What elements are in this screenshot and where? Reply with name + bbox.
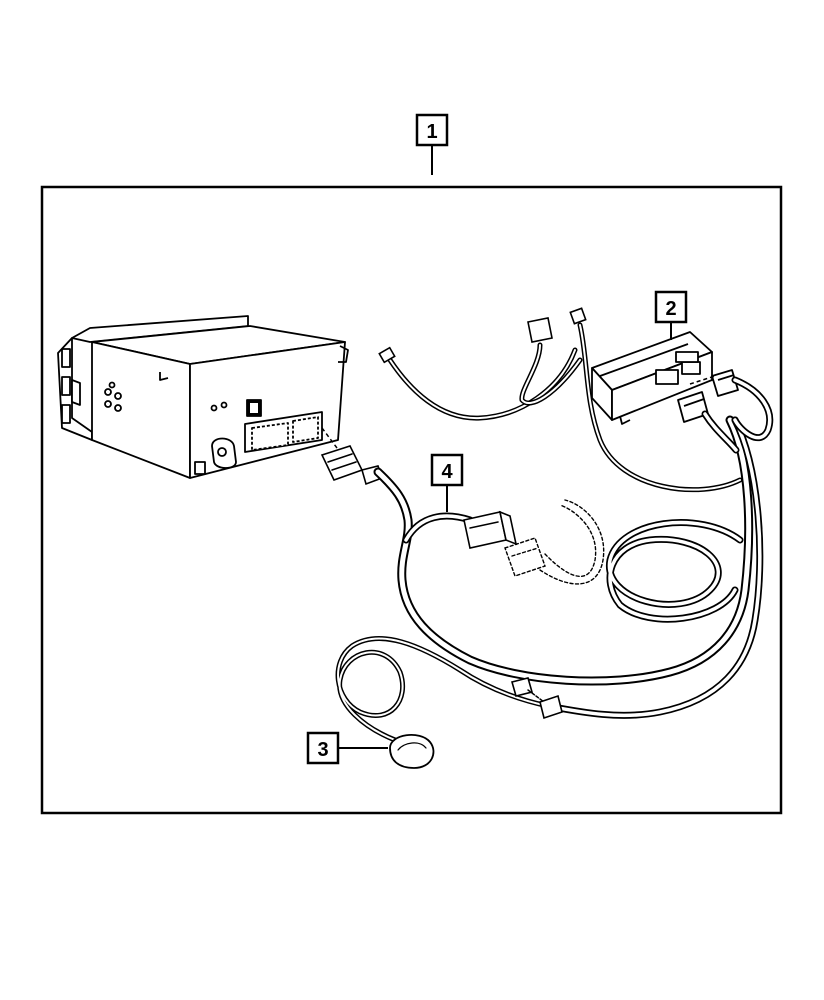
module-cable-drawing bbox=[701, 376, 774, 454]
callout-1-label: 1 bbox=[426, 121, 437, 143]
callout-3-label: 3 bbox=[317, 739, 328, 761]
callout-1[interactable]: 1 bbox=[415, 113, 449, 147]
callout-4[interactable]: 4 bbox=[430, 453, 464, 487]
kit-frame bbox=[40, 185, 783, 815]
callout-2[interactable]: 2 bbox=[654, 290, 688, 324]
module-connection-line bbox=[689, 375, 716, 385]
callout-3[interactable]: 3 bbox=[306, 731, 340, 765]
antenna-drawing[interactable] bbox=[335, 636, 563, 769]
wiring-harness-drawing[interactable] bbox=[320, 415, 764, 719]
callout-2-label: 2 bbox=[665, 298, 676, 320]
antenna-cable-drawing[interactable] bbox=[378, 307, 743, 493]
callout-4-label: 4 bbox=[441, 461, 453, 483]
receiver-module-drawing[interactable] bbox=[591, 331, 739, 425]
radio-unit-drawing[interactable] bbox=[57, 315, 349, 479]
radio-connection-line bbox=[321, 427, 341, 453]
